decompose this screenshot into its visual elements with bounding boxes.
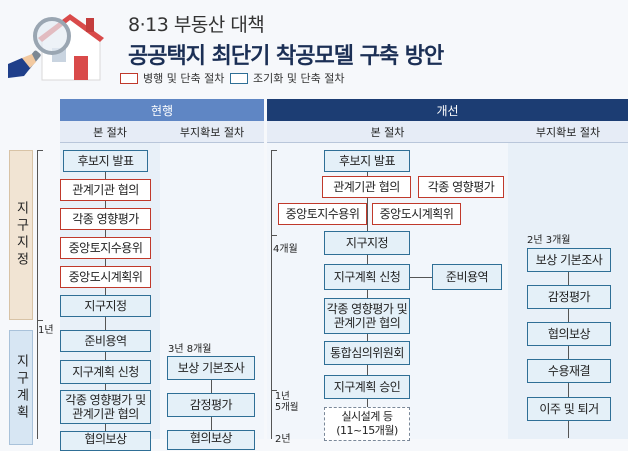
- improved-timeline-tick-top: [271, 150, 277, 151]
- improved-land-expropriation-box: 수용재결: [527, 359, 611, 383]
- header-current: 현행: [60, 99, 264, 121]
- current-plan-apply-box: 지구계획 신청: [60, 360, 151, 384]
- improved-impact-consult-box: 각종 영향평가 및 관계기관 협의: [324, 298, 410, 334]
- current-time-1y: 1년: [38, 325, 54, 336]
- subheader-improved-land: 부지확보 절차: [508, 121, 628, 143]
- subheader-improved-main: 본 절차: [267, 121, 508, 143]
- improved-land-compensation-box: 협의보상: [527, 322, 611, 346]
- improved-candidate-box: 후보지 발표: [324, 150, 410, 172]
- legend-red-swatch: [120, 72, 138, 84]
- current-candidate-box: 후보지 발표: [63, 150, 148, 172]
- improved-impact-box: 각종 영향평가: [418, 176, 504, 198]
- current-impact-consult-box: 각종 영향평가 및 관계기관 협의: [60, 390, 151, 424]
- improved-time-4m: 4개월: [273, 244, 298, 255]
- current-timeline-tick-top: [37, 150, 43, 151]
- improved-plan-apply-box: 지구계획 신청: [324, 264, 410, 290]
- improved-designation-box: 지구지정: [324, 231, 410, 255]
- current-prep-box: 준비용역: [60, 330, 151, 352]
- improved-timeline-tick-4m: [271, 235, 277, 236]
- current-designation-box: 지구지정: [60, 295, 151, 317]
- current-timeline: [37, 150, 38, 439]
- improved-integrated-box: 통합심의위원회: [324, 341, 410, 365]
- improved-land-relocation-box: 이주 및 퇴거: [527, 397, 611, 421]
- improved-consult-box: 관계기관 협의: [322, 176, 411, 198]
- improved-land-survey-box: 보상 기본조사: [527, 248, 611, 272]
- column-current-land: [160, 143, 264, 439]
- improved-time-2y: 2년: [275, 434, 291, 445]
- header-improved: 개선: [267, 99, 628, 121]
- improved-plan-prep-link: [405, 277, 435, 278]
- improved-time-land: 2년 3개월: [527, 235, 571, 246]
- legend-blue: 조기화 및 단축 절차: [230, 70, 344, 86]
- current-consult-box: 관계기관 협의: [60, 179, 151, 201]
- improved-approval-box: 지구계획 승인: [324, 375, 410, 399]
- current-land-appraisal-box: 감정평가: [167, 393, 255, 417]
- current-time-land: 3년 8개월: [168, 344, 212, 355]
- subheader-current-land: 부지확보 절차: [160, 121, 264, 143]
- stage-district-designation: 지구지정: [9, 150, 33, 320]
- title-line1: 8·13 부동산 대책: [128, 14, 265, 36]
- improved-land-appraisal-box: 감정평가: [527, 285, 611, 309]
- improved-timeline: [271, 150, 272, 439]
- legend-red-label: 병행 및 단축 절차: [143, 72, 225, 85]
- title-line2: 공공택지 최단기 착공모델 구축 방안: [128, 44, 444, 69]
- improved-time-1y5m: 1년 5개월: [275, 391, 299, 413]
- current-main-compensation-box: 협의보상: [60, 431, 151, 451]
- subheader-current-main: 본 절차: [60, 121, 160, 143]
- current-land-compensation-box: 협의보상: [167, 430, 255, 450]
- improved-cen-city-box: 중앙도시계획위: [372, 203, 461, 225]
- current-cen-city-box: 중앙도시계획위: [60, 266, 151, 288]
- improved-timeline-tick-1y5m: [271, 390, 277, 391]
- legend-red: 병행 및 단축 절차: [120, 70, 224, 86]
- current-land-survey-box: 보상 기본조사: [167, 356, 255, 380]
- legend-blue-label: 조기화 및 단축 절차: [253, 72, 345, 85]
- improved-design-box: 실시설계 등 (11~15개월): [324, 407, 410, 441]
- improved-cen-land-box: 중앙토지수용위: [278, 203, 367, 225]
- legend-blue-swatch: [230, 72, 248, 84]
- improved-prep-box: 준비용역: [432, 264, 502, 290]
- stage-district-plan: 지구계획: [9, 330, 33, 445]
- current-cen-land-box: 중앙토지수용위: [60, 237, 151, 259]
- current-impact-box: 각종 영향평가: [60, 208, 151, 230]
- house-magnifier-icon: [8, 14, 104, 81]
- current-timeline-tick-1y: [37, 320, 43, 321]
